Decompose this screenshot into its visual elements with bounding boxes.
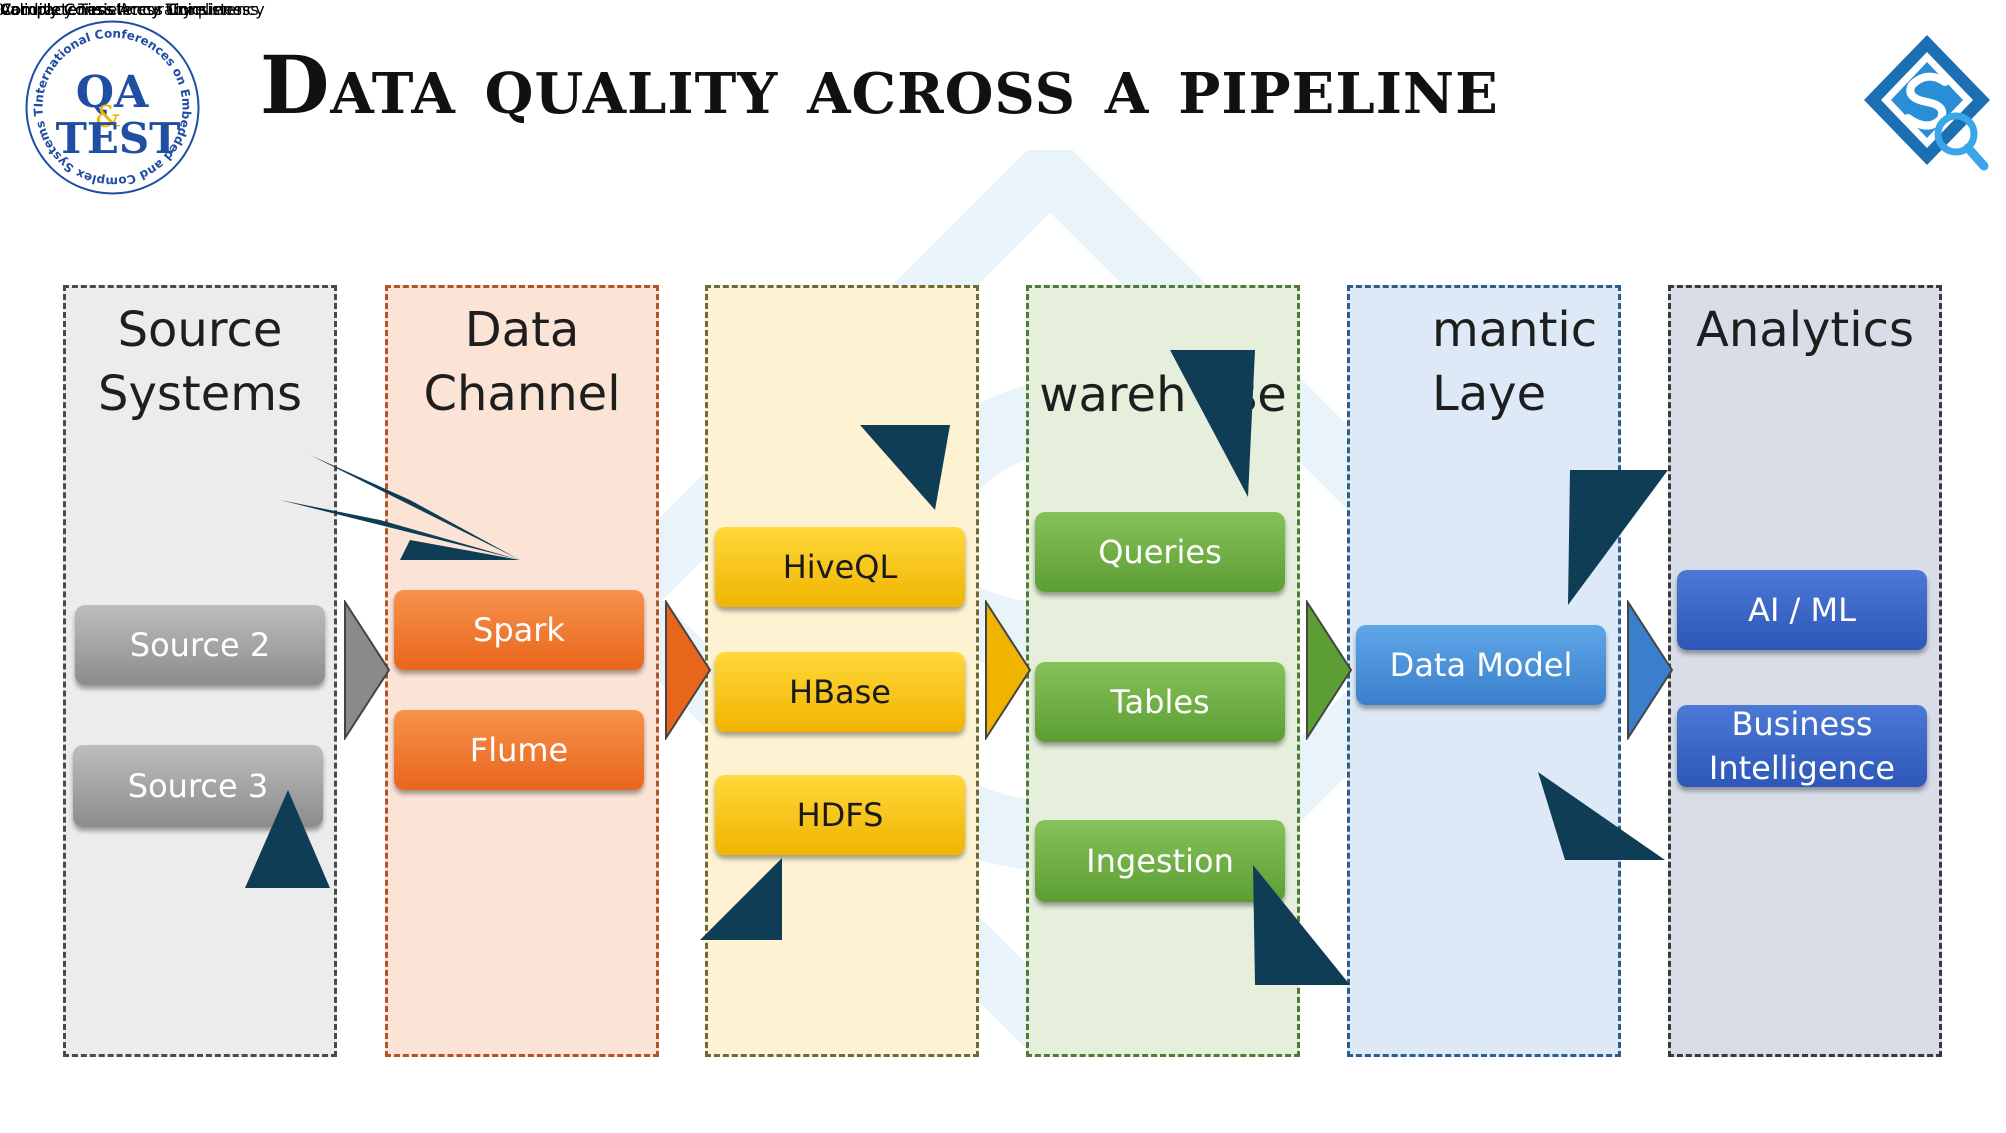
qa-test-logo: International Conferences on Embedded an…: [16, 4, 205, 200]
arrow-channel-to-storage: [665, 600, 712, 740]
callout-source-bottom: Completeness Accuracy: [0, 0, 338, 145]
component-hdfs: HDFS: [715, 775, 965, 855]
component-data-model: Data Model: [1356, 625, 1606, 705]
callout-storage-top-text: Completeness: [0, 0, 114, 19]
callout-source-top-text: Completeness: [0, 0, 114, 19]
stage-analytics: Analytics: [1668, 285, 1942, 1057]
stage-title-source-systems: Source Systems: [98, 302, 302, 422]
component-flume: Flume: [394, 710, 644, 790]
component-hbase: HBase: [715, 652, 965, 732]
component-source-3: Source 3: [73, 745, 323, 827]
arrow-storage-to-warehouse: [985, 600, 1032, 740]
callout-semantic-top: Completeness: [0, 0, 338, 145]
stage-title-analytics: Analytics: [1696, 302, 1914, 358]
stage-title-data-channel: Data Channel: [423, 302, 621, 422]
callout-source-bottom-text: Completeness Accuracy: [0, 0, 192, 19]
callout-warehouse-bottom-text: Validity Consistency Uniqueness: [0, 0, 259, 19]
callout-semantic-bottom: Validity Consistency Timeliness: [0, 0, 338, 145]
callout-storage-top: Completeness: [0, 0, 338, 145]
component-ingestion: Ingestion: [1035, 820, 1285, 902]
page-title: Data quality across a pipeline: [260, 38, 1499, 132]
arrow-warehouse-to-semantic: [1306, 600, 1353, 740]
callout-warehouse-top-text: Completeness: [0, 0, 114, 19]
callout-source-top: Completeness: [0, 0, 338, 143]
component-spark: Spark: [394, 590, 644, 670]
logo-test-text: TEST: [56, 114, 181, 163]
callout-semantic-top-text: Completeness: [0, 0, 114, 19]
component-tables: Tables: [1035, 662, 1285, 742]
callout-storage-bottom-text: Accuracy Timeliness Consistency: [0, 0, 265, 19]
callout-storage-bottom: Accuracy Timeliness Consistency: [0, 0, 338, 145]
brand-diamond-logo: [1860, 30, 1995, 175]
callout-warehouse-bottom: Validity Consistency Uniqueness: [0, 0, 338, 145]
component-queries: Queries: [1035, 512, 1285, 592]
stage-data-channel: Data Channel: [385, 285, 659, 1057]
stage-title-semantic-layer: mantic Laye: [1432, 302, 1598, 422]
component-source-2: Source 2: [75, 605, 325, 685]
arrow-source-to-channel: [344, 600, 391, 740]
component-business-intelligence: Business Intelligence: [1677, 705, 1927, 787]
arrow-semantic-to-analytics: [1627, 600, 1674, 740]
logo-amp-text: &: [95, 100, 122, 135]
component-ai-ml: AI / ML: [1677, 570, 1927, 650]
callout-warehouse-top: Completeness: [0, 0, 338, 145]
callout-semantic-bottom-text: Validity Consistency Timeliness: [0, 0, 251, 19]
logo-qa-text: QA: [76, 67, 149, 118]
component-hiveql: HiveQL: [715, 527, 965, 607]
